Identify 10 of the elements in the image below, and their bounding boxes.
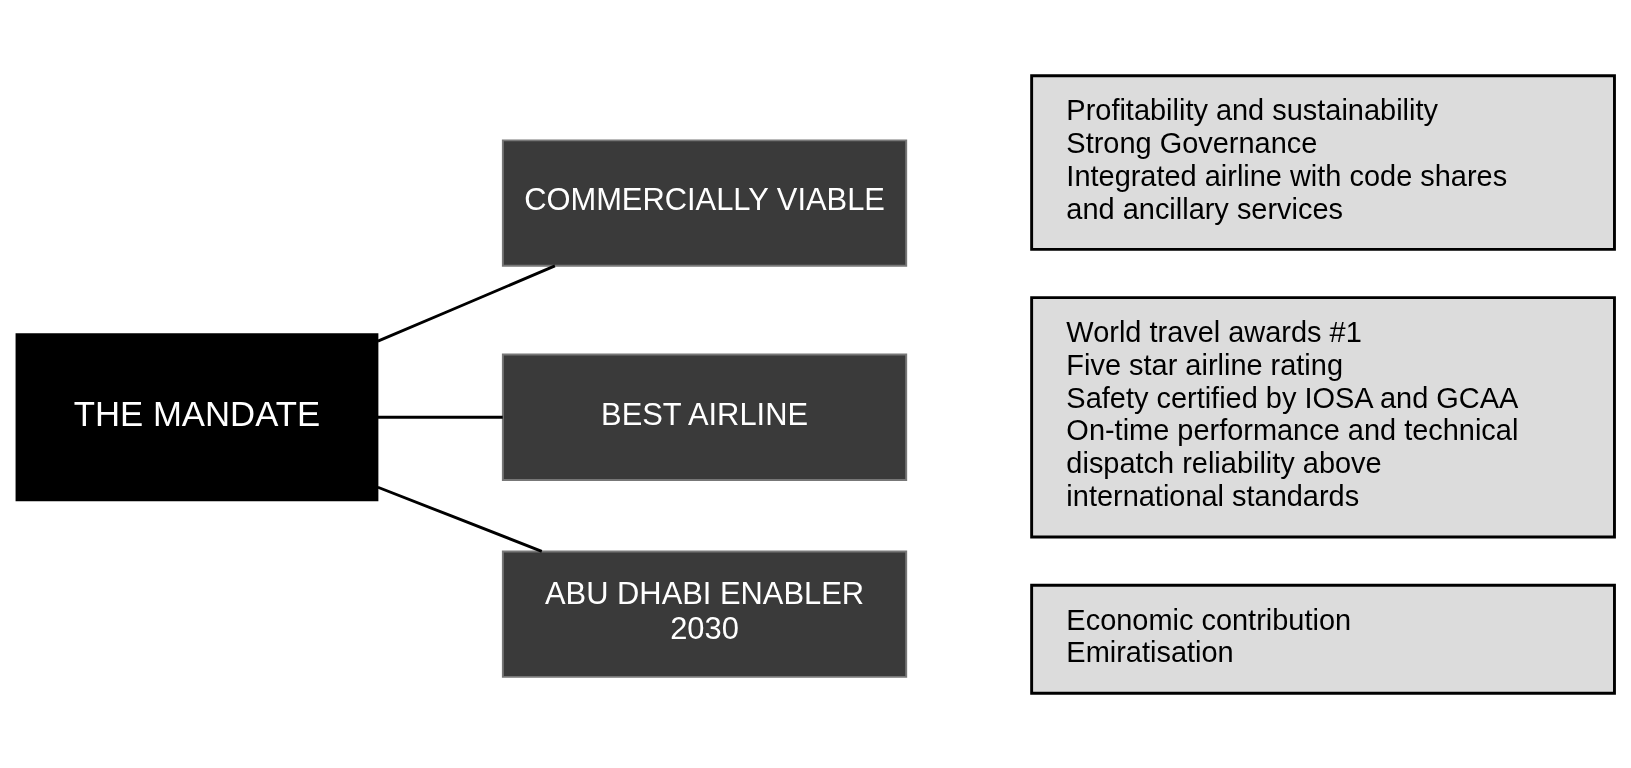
node-box: BEST AIRLINE [501,353,908,481]
node-box: THE MANDATE [15,332,379,501]
connector [377,485,543,553]
node-box: World travel awards #1 Five star airline rating Safety certified by IOSA and GCAA On-time performance and technical dispatch reliability above international standards [1030,295,1616,538]
connector [377,264,556,342]
node-box: ABU DHABI ENABLER 2030 [501,549,908,678]
node-box: Profitability and sustainability Strong Governance Integrated airline with code shares and ancillary services [1030,73,1616,251]
node-box: Economic contribution Emiratisation [1030,583,1616,695]
connector [377,415,503,419]
node-box: COMMERCIALLY VIABLE [501,138,908,267]
